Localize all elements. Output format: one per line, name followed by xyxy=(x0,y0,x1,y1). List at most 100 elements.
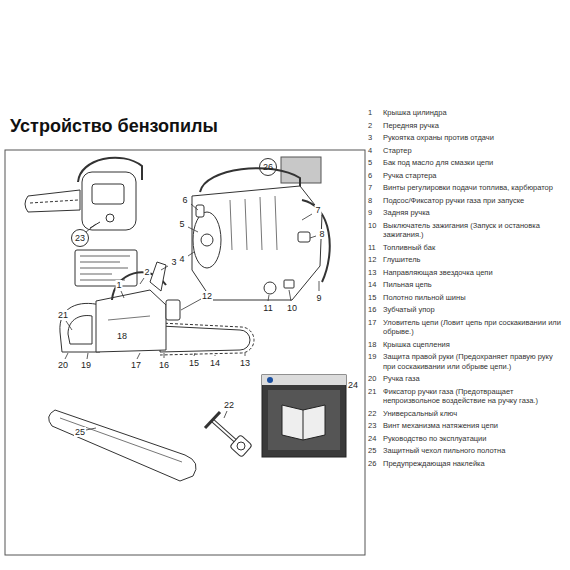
part-name: Задняя ручка xyxy=(383,208,566,218)
side-view-saw-part xyxy=(160,323,254,355)
part-name: Топливный бак xyxy=(383,243,566,253)
parts-list-row: 22Универсальный ключ xyxy=(368,409,566,419)
callout-number: 12 xyxy=(201,291,213,301)
top-view-saw-part xyxy=(192,186,322,300)
leader-lines-part xyxy=(140,278,144,284)
item-number: 14 xyxy=(368,280,383,290)
leader-lines-part xyxy=(188,227,198,232)
rear-view-saw-part xyxy=(106,214,114,222)
part-name: Уловитель цепи (Ловит цепь при соскакива… xyxy=(383,318,566,337)
parts-list-row: 19Защита правой руки (Предохраняет праву… xyxy=(368,352,566,371)
leader-lines-part xyxy=(268,295,269,301)
callout-number: 15 xyxy=(188,358,200,368)
callout-number: 3 xyxy=(170,257,177,267)
parts-list-row: 3Рукоятка охраны против отдачи xyxy=(368,133,566,143)
combination-wrench xyxy=(205,412,252,457)
callout-number: 6 xyxy=(181,195,188,205)
callout-number: 7 xyxy=(314,205,321,215)
top-view-saw-part xyxy=(201,234,213,246)
top-view-saw-part xyxy=(193,212,221,268)
leader-lines-part xyxy=(194,353,195,356)
part-name: Направляющая звездочка цепи xyxy=(383,268,566,278)
item-number: 8 xyxy=(368,196,383,206)
leader-lines-part xyxy=(188,252,194,256)
callout-number: 14 xyxy=(209,358,221,368)
part-name: Рукоятка охраны против отдачи xyxy=(383,133,566,143)
callout-number: 25 xyxy=(74,427,86,437)
part-name: Универсальный ключ xyxy=(383,409,566,419)
callout-number: 9 xyxy=(315,293,322,303)
part-name: Руководство по эксплуатации xyxy=(383,434,566,444)
callout-number: 2 xyxy=(143,267,150,277)
leader-lines-part xyxy=(161,266,168,270)
combination-wrench-part xyxy=(237,442,245,450)
leader-lines-part xyxy=(245,353,246,356)
callout-number: 11 xyxy=(262,303,273,313)
part-name: Пильная цепь xyxy=(383,280,566,290)
item-number: 23 xyxy=(368,421,383,431)
item-number: 24 xyxy=(368,434,383,444)
parts-list-row: 20Ручка газа xyxy=(368,374,566,384)
item-number: 1 xyxy=(368,108,383,118)
item-number: 5 xyxy=(368,158,383,168)
callout-number: 20 xyxy=(57,360,69,370)
parts-list-row: 11Топливный бак xyxy=(368,243,566,253)
leader-lines-part xyxy=(86,428,96,430)
parts-list-row: 21Фиксатор ручки газа (Предотвращает неп… xyxy=(368,387,566,406)
parts-list-row: 17Уловитель цепи (Ловит цепь при соскаки… xyxy=(368,318,566,337)
item-number: 18 xyxy=(368,340,383,350)
parts-list-row: 8Подсос/Фиксатор ручки газа при запуске xyxy=(368,196,566,206)
parts-list-row: 25Защитный чехол пильного полотна xyxy=(368,446,566,456)
parts-list-row: 24Руководство по эксплуатации xyxy=(368,434,566,444)
side-view-saw-part xyxy=(96,290,166,352)
item-number: 2 xyxy=(368,121,383,131)
item-number: 16 xyxy=(368,305,383,315)
item-number: 19 xyxy=(368,352,383,362)
side-view-saw xyxy=(60,262,254,355)
part-name: Ручка газа xyxy=(383,374,566,384)
bar-cover xyxy=(49,410,196,481)
callout-number: 22 xyxy=(223,400,235,410)
rear-view-saw-part xyxy=(75,250,137,286)
rear-view-saw xyxy=(25,158,142,286)
parts-list-row: 14Пильная цепь xyxy=(368,280,566,290)
item-number: 22 xyxy=(368,409,383,419)
manual-book-part xyxy=(268,390,340,450)
bar-cover-part xyxy=(49,410,196,481)
parts-list-row: 10Выключатель зажигания (Запуск и остано… xyxy=(368,221,566,240)
manual-book-part xyxy=(262,375,346,385)
part-name: Защитный чехол пильного полотна xyxy=(383,446,566,456)
callout-number: 21 xyxy=(57,310,69,320)
parts-list-row: 13Направляющая звездочка цепи xyxy=(368,268,566,278)
top-view-saw-part xyxy=(264,282,276,294)
part-name: Выключатель зажигания (Запуск и остановк… xyxy=(383,221,566,240)
diagram-title: Устройство бензопилы xyxy=(10,116,218,137)
leader-lines-part xyxy=(86,224,96,232)
leader-lines-part xyxy=(289,290,291,301)
callout-number: 19 xyxy=(80,360,92,370)
item-number: 26 xyxy=(368,459,383,469)
parts-list: 1Крышка цилиндра2Передняя ручка3Рукоятка… xyxy=(368,108,566,471)
callout-number: 17 xyxy=(130,360,142,370)
item-number: 15 xyxy=(368,293,383,303)
part-name: Фиксатор ручки газа (Предотвращает непро… xyxy=(383,387,566,406)
top-view-saw-part xyxy=(260,159,277,176)
rear-view-saw-part xyxy=(72,230,89,247)
part-name: Крышка цилиндра xyxy=(383,108,566,118)
side-view-saw-part xyxy=(108,316,150,320)
leader-lines-part xyxy=(319,281,320,291)
part-name: Подсос/Фиксатор ручки газа при запуске xyxy=(383,196,566,206)
callout-number: 26 xyxy=(262,162,274,172)
manual-book-part xyxy=(282,405,325,440)
item-number: 25 xyxy=(368,446,383,456)
item-number: 6 xyxy=(368,171,383,181)
item-number: 9 xyxy=(368,208,383,218)
part-name: Бак под масло для смазки цепи xyxy=(383,158,566,168)
parts-list-row: 16Зубчатый упор xyxy=(368,305,566,315)
item-number: 3 xyxy=(368,133,383,143)
side-view-saw-part xyxy=(166,300,180,320)
part-name: Стартер xyxy=(383,146,566,156)
callout-number: 23 xyxy=(74,233,86,243)
parts-list-row: 18Крышка сцепления xyxy=(368,340,566,350)
